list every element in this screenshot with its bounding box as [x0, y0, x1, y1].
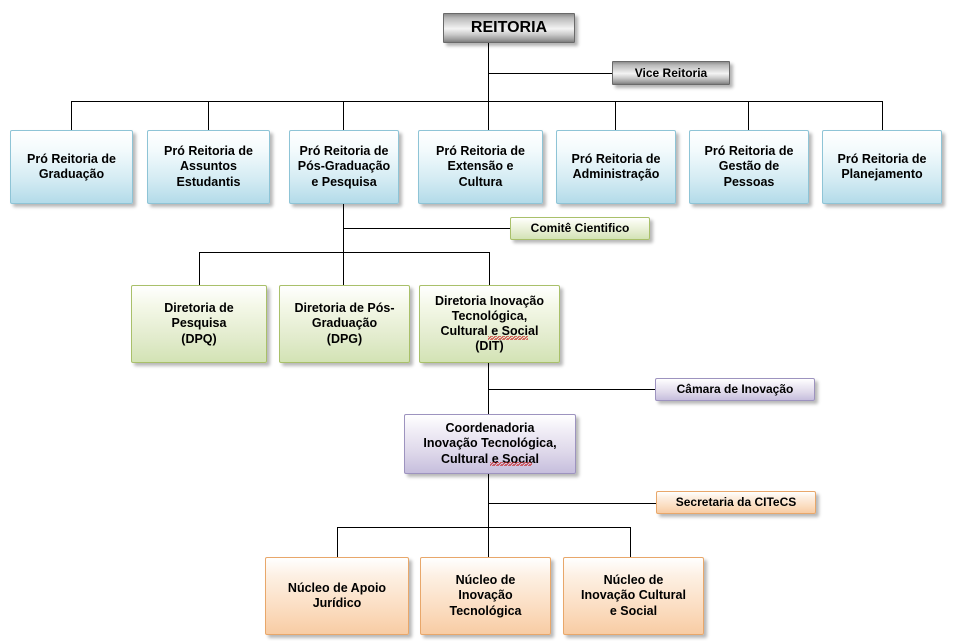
node-vice-reitoria-label: Vice Reitoria — [634, 65, 708, 80]
node-label: Pró Reitoria de Administração — [571, 151, 661, 181]
node-diretoria-inovacao-tecnologica[interactable]: Diretoria Inovação Tecnológica, Cultural… — [419, 285, 560, 363]
node-label: Pró Reitoria de Graduação — [27, 151, 116, 181]
connector-dit-trunk — [488, 363, 489, 414]
node-label: Diretoria Inovação Tecnológica, Cultural… — [434, 293, 545, 354]
connector-secretaria-citecs — [488, 503, 657, 504]
connector-drop-diretoria-3 — [489, 252, 490, 286]
node-pro-reitoria-gestao-pessoas[interactable]: Pró Reitoria de Gestão de Pessoas — [689, 130, 809, 204]
connector-reitoria-trunk — [488, 43, 489, 101]
node-label: Núcleo de Inovação Tecnológica — [449, 573, 522, 618]
node-diretoria-pesquisa[interactable]: Diretoria de Pesquisa (DPQ) — [131, 285, 267, 363]
node-label: Pró Reitoria de Pós-Graduação e Pesquisa — [297, 144, 391, 189]
node-label: Núcleo de Apoio Jurídico — [287, 580, 387, 610]
node-label: Comitê Cientifico — [530, 221, 630, 236]
connector-drop-pro-3 — [343, 101, 344, 130]
connector-coordenadoria-trunk — [488, 474, 489, 527]
node-pro-reitoria-administracao[interactable]: Pró Reitoria de Administração — [556, 130, 676, 204]
connector-pos-graduacao-trunk — [343, 204, 344, 286]
spellcheck-underline-social-coordenadoria — [490, 462, 532, 466]
node-vice-reitoria[interactable]: Vice Reitoria — [612, 61, 730, 85]
node-label: Secretaria da CITeCS — [675, 495, 797, 510]
node-label: Pró Reitoria de Planejamento — [837, 151, 927, 181]
node-nucleo-apoio-juridico[interactable]: Núcleo de Apoio Jurídico — [265, 557, 409, 635]
node-comite-cientifico[interactable]: Comitê Cientifico — [510, 217, 650, 240]
node-diretoria-pos-graduacao[interactable]: Diretoria de Pós- Graduação (DPG) — [279, 285, 410, 363]
node-pro-reitoria-extensao-cultura[interactable]: Pró Reitoria de Extensão e Cultura — [418, 130, 543, 204]
node-reitoria-label: REITORIA — [470, 19, 548, 37]
connector-drop-pro-5 — [615, 101, 616, 130]
connector-drop-pro-1 — [71, 101, 72, 130]
connector-vice-reitoria — [488, 73, 613, 74]
connector-drop-nucleo-2 — [488, 527, 489, 557]
connector-drop-nucleo-3 — [630, 527, 631, 557]
connector-camara-inovacao — [488, 389, 656, 390]
connector-diretoria-bus — [199, 252, 490, 253]
connector-drop-diretoria-1 — [199, 252, 200, 286]
node-label: Câmara de Inovação — [676, 382, 794, 397]
node-nucleo-inovacao-cultural-social[interactable]: Núcleo de Inovação Cultural e Social — [563, 557, 704, 635]
connector-drop-diretoria-2 — [343, 252, 344, 286]
connector-drop-pro-7 — [882, 101, 883, 130]
connector-drop-pro-2 — [208, 101, 209, 130]
node-pro-reitoria-pos-graduacao-pesquisa[interactable]: Pró Reitoria de Pós-Graduação e Pesquisa — [289, 130, 399, 204]
node-pro-reitoria-planejamento[interactable]: Pró Reitoria de Planejamento — [822, 130, 942, 204]
node-label: Pró Reitoria de Gestão de Pessoas — [704, 144, 794, 189]
node-nucleo-inovacao-tecnologica[interactable]: Núcleo de Inovação Tecnológica — [420, 557, 551, 635]
node-label: Diretoria de Pesquisa (DPQ) — [164, 301, 234, 346]
node-label: Pró Reitoria de Extensão e Cultura — [436, 144, 525, 189]
connector-nucleo-bus — [337, 527, 631, 528]
connector-pro-reitoria-bus — [71, 101, 883, 102]
connector-comite-cientifico — [343, 228, 511, 229]
node-label: Núcleo de Inovação Cultural e Social — [581, 573, 686, 618]
node-label: Pró Reitoria de Assuntos Estudantis — [164, 144, 253, 189]
node-pro-reitoria-graduacao[interactable]: Pró Reitoria de Graduação — [10, 130, 133, 204]
node-label: Coordenadoria Inovação Tecnológica, Cult… — [423, 421, 557, 466]
node-pro-reitoria-assuntos-estudantis[interactable]: Pró Reitoria de Assuntos Estudantis — [147, 130, 270, 204]
connector-drop-pro-4 — [488, 101, 489, 130]
connector-drop-nucleo-1 — [337, 527, 338, 557]
node-reitoria[interactable]: REITORIA — [443, 13, 575, 43]
node-camara-inovacao[interactable]: Câmara de Inovação — [655, 378, 815, 401]
node-label: Diretoria de Pós- Graduação (DPG) — [294, 301, 395, 346]
spellcheck-underline-social-dit — [488, 336, 528, 340]
connector-drop-pro-6 — [748, 101, 749, 130]
node-secretaria-citecs[interactable]: Secretaria da CITeCS — [656, 491, 816, 514]
